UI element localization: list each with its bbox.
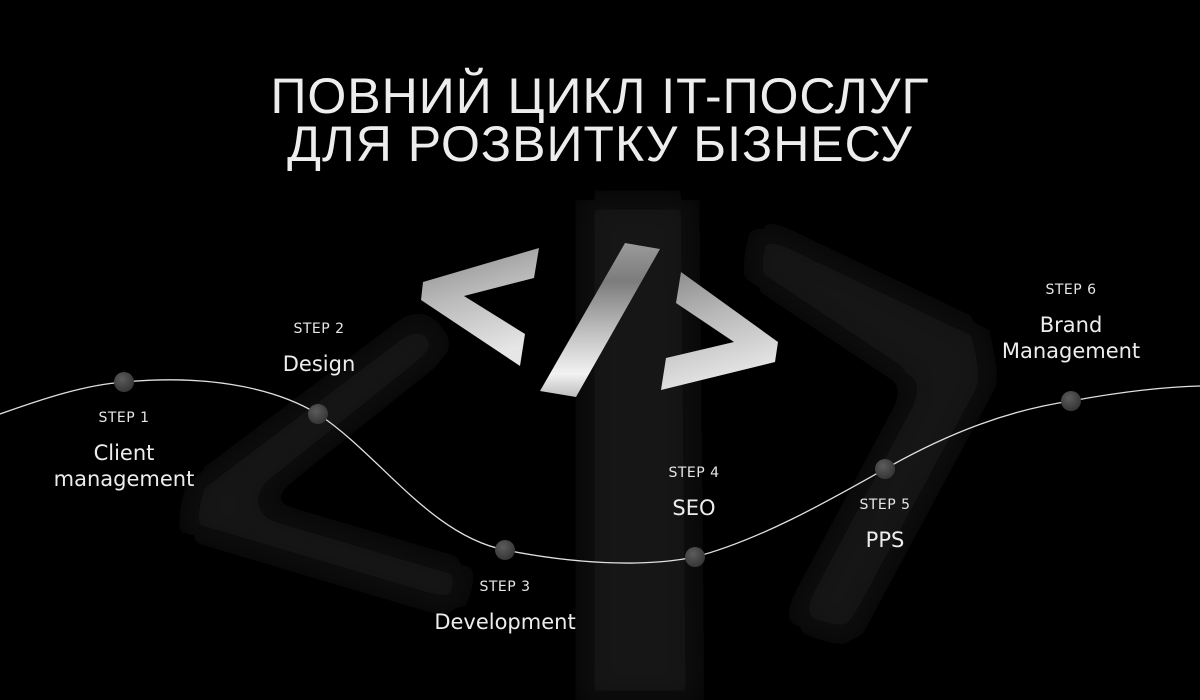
step-5: STEP 5 PPS [859, 497, 910, 553]
step-number: STEP 5 [859, 497, 911, 513]
step-number: STEP 4 [668, 465, 720, 481]
step-title-line-2: Management [1001, 339, 1141, 363]
step-6: STEP 6 Brand Management [1002, 282, 1140, 364]
step-4: STEP 4 SEO [668, 465, 719, 521]
step-node-2[interactable] [308, 404, 328, 424]
step-number: STEP 2 [293, 321, 345, 337]
step-2: STEP 2 Design [283, 321, 356, 377]
step-title: Brand [1039, 313, 1103, 337]
step-title: Client [93, 441, 155, 465]
timeline-nodes [114, 372, 1081, 567]
step-node-6[interactable] [1061, 391, 1081, 411]
step-node-4[interactable] [685, 547, 705, 567]
step-title: Development [434, 610, 576, 634]
title-line-1: ПОВНИЙ ЦИКЛ IT-ПОСЛУГ [270, 68, 930, 124]
step-title: PPS [865, 528, 905, 552]
step-number: STEP 1 [98, 410, 150, 426]
step-node-1[interactable] [114, 372, 134, 392]
step-3: STEP 3 Development [434, 579, 575, 635]
step-number: STEP 6 [1045, 282, 1097, 298]
code-brackets-icon [421, 243, 778, 397]
timeline-curve [0, 379, 1200, 564]
step-number: STEP 3 [479, 579, 531, 595]
step-node-5[interactable] [875, 459, 895, 479]
step-title: SEO [672, 496, 716, 520]
title-line-2: ДЛЯ РОЗВИТКУ БІЗНЕСУ [287, 116, 913, 172]
page-title: ПОВНИЙ ЦИКЛ IT-ПОСЛУГ ДЛЯ РОЗВИТКУ БІЗНЕ… [0, 68, 1200, 172]
step-title: Design [282, 352, 356, 376]
step-node-3[interactable] [495, 540, 515, 560]
step-title-line-2: management [53, 467, 195, 491]
step-1: STEP 1 Client management [54, 410, 195, 492]
